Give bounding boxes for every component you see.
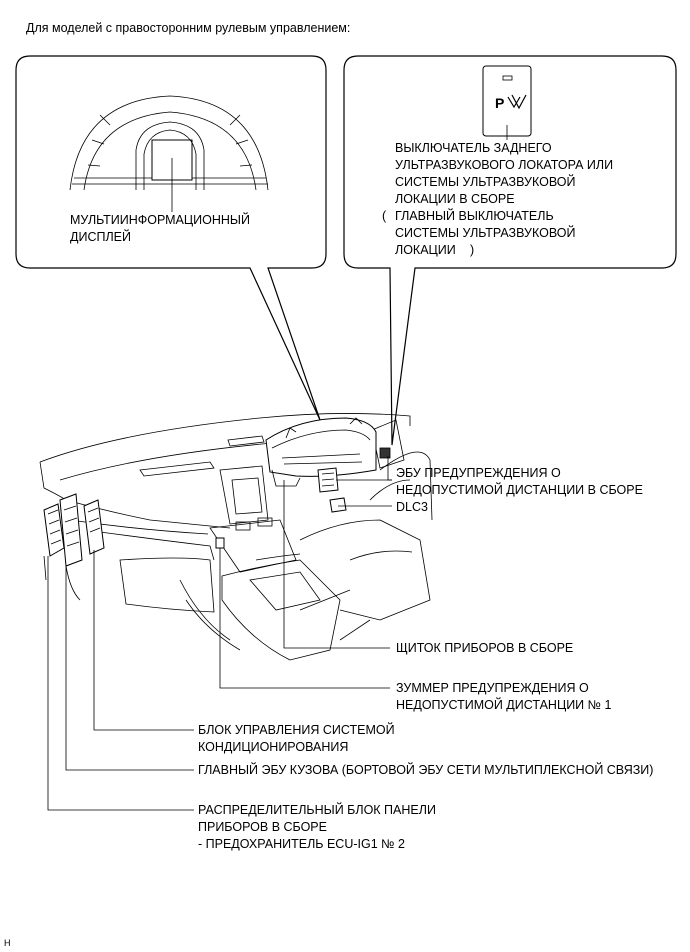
label-buzzer-2: НЕДОПУСТИМОЙ ДИСТАНЦИИ № 1	[396, 697, 612, 712]
sonar-waves-icon	[507, 94, 527, 110]
combination-meter-sketch	[265, 417, 377, 477]
leader-combination-meter	[283, 480, 390, 649]
meter-cluster-sketch	[69, 95, 269, 191]
parking-switch-label-6: СИСТЕМЫ УЛЬТРАЗВУКОВОЙ	[395, 225, 575, 240]
label-junction-block-1: РАСПРЕДЕЛИТЕЛЬНЫЙ БЛОК ПАНЕЛИ	[198, 802, 436, 817]
callout-parking-switch: P ВЫКЛЮЧАТЕЛЬ ЗАДНЕГО УЛЬТРАЗВУКОВОГО ЛО…	[343, 55, 677, 446]
label-junction-block-3: - ПРЕДОХРАНИТЕЛЬ ECU-IG1 № 2	[198, 837, 405, 851]
parking-switch-location	[379, 447, 391, 459]
paren-close: )	[470, 243, 474, 257]
parking-switch-sketch: P	[482, 65, 532, 137]
dashboard-sketch	[39, 413, 433, 661]
page-heading: Для моделей с правосторонним рулевым упр…	[26, 21, 350, 35]
parking-switch-label-1: ВЫКЛЮЧАТЕЛЬ ЗАДНЕГО	[395, 141, 552, 155]
ac-control-sketch	[83, 499, 105, 555]
callout-right-frame	[343, 55, 677, 446]
label-junction-block-2: ПРИБОРОВ В СБОРЕ	[198, 820, 327, 834]
leader-warning-ecu	[387, 456, 392, 481]
body-ecu-sketch	[59, 493, 83, 567]
corner-mark: H	[4, 938, 11, 948]
parking-switch-label-7: ЛОКАЦИИ	[395, 243, 456, 257]
multi-display-label-2: ДИСПЛЕЙ	[70, 229, 131, 244]
callout-multi-display: МУЛЬТИИНФОРМАЦИОННЫЙ ДИСПЛЕЙ	[15, 55, 327, 421]
label-ac-control-2: КОНДИЦИОНИРОВАНИЯ	[198, 740, 348, 754]
parking-switch-label-2: УЛЬТРАЗВУКОВОГО ЛОКАТОРА ИЛИ	[395, 158, 613, 172]
parking-switch-label-4: ЛОКАЦИИ В СБОРЕ	[395, 192, 515, 206]
leader-junction-block	[47, 556, 194, 811]
label-ac-control-1: БЛОК УПРАВЛЕНИЯ СИСТЕМОЙ	[198, 722, 395, 737]
buzzer-sketch	[215, 537, 225, 549]
parking-switch-label-5: ГЛАВНЫЙ ВЫКЛЮЧАТЕЛЬ	[395, 208, 554, 223]
indicator-led	[502, 75, 513, 81]
dlc3-sketch	[329, 497, 347, 513]
leader-buzzer	[219, 548, 390, 689]
multi-display-label-1: МУЛЬТИИНФОРМАЦИОННЫЙ	[70, 212, 250, 227]
leader-body-ecu	[65, 566, 194, 771]
leader-ac-control	[93, 550, 194, 731]
leader-lines	[47, 456, 392, 811]
callout-left-frame	[15, 55, 327, 421]
label-warning-ecu-1: ЭБУ ПРЕДУПРЕЖДЕНИЯ О	[396, 466, 561, 480]
label-buzzer-1: ЗУММЕР ПРЕДУПРЕЖДЕНИЯ О	[396, 681, 589, 695]
warning-ecu-sketch	[317, 467, 339, 493]
paren-open: (	[382, 209, 387, 223]
label-combination-meter: ЩИТОК ПРИБОРОВ В СБОРЕ	[396, 641, 573, 655]
parking-switch-label-3: СИСТЕМЫ УЛЬТРАЗВУКОВОЙ	[395, 174, 575, 189]
label-warning-ecu-2: НЕДОПУСТИМОЙ ДИСТАНЦИИ В СБОРЕ	[396, 482, 643, 497]
label-main-body-ecu: ГЛАВНЫЙ ЭБУ КУЗОВА (БОРТОВОЙ ЭБУ СЕТИ МУ…	[198, 762, 653, 777]
parking-icon: P	[495, 95, 504, 111]
label-dlc3: DLC3	[396, 500, 428, 514]
